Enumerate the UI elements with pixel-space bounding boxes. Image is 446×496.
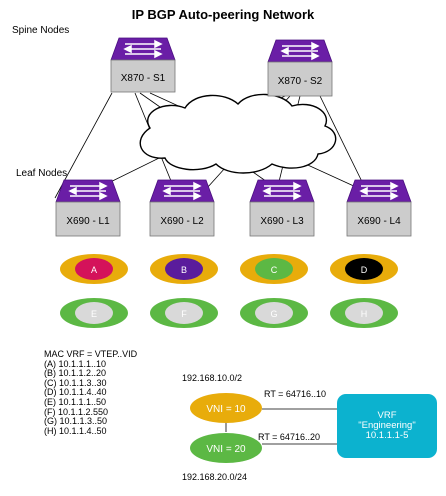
- host-label: F: [181, 309, 187, 319]
- vni-20-label: VNI = 20: [206, 444, 246, 455]
- host-g: G: [240, 298, 308, 328]
- route-target-20: RT = 64716..20: [258, 432, 320, 442]
- leaf-label: X690 - L2: [160, 216, 204, 227]
- mac-entry: (A) 10.1.1.1..10: [44, 358, 107, 369]
- leaf-label: X690 - L3: [260, 216, 304, 227]
- host-b: B: [150, 254, 218, 284]
- host-h: H: [330, 298, 398, 328]
- leaf-switch-1: X690 - L1: [55, 179, 121, 237]
- host-row-1: A B C D: [60, 254, 398, 284]
- host-label: B: [181, 265, 187, 275]
- spine-label: X870 - S2: [278, 76, 323, 87]
- leaf-label: X690 - L1: [66, 216, 110, 227]
- network-cloud: [139, 93, 337, 174]
- host-label: E: [91, 309, 97, 319]
- mac-entry: (B) 10.1.1.2..20: [44, 368, 107, 379]
- host-f: F: [150, 298, 218, 328]
- host-e: E: [60, 298, 128, 328]
- host-a: A: [60, 254, 128, 284]
- host-label: C: [271, 265, 278, 275]
- vrf-box-line-3: 10.1.1.1-5: [365, 430, 409, 441]
- mac-entry: (H) 10.1.1.4..50: [44, 425, 107, 436]
- host-label: G: [270, 309, 277, 319]
- vni-20-ellipse: [190, 433, 262, 463]
- host-label: H: [361, 309, 368, 319]
- leaf-switch-2: X690 - L2: [149, 179, 215, 237]
- host-row-2: E F G H: [60, 298, 398, 328]
- host-label: D: [361, 265, 368, 275]
- vrf-box-line-2: "Engineering": [358, 420, 416, 431]
- vni-10-ellipse: [190, 393, 262, 423]
- vni-10-label: VNI = 10: [206, 404, 246, 415]
- mac-entry: (G) 10.1.1.3..50: [44, 416, 108, 427]
- host-c: C: [240, 254, 308, 284]
- vrf-engineering-box: VRF "Engineering" 10.1.1.1-5: [337, 394, 437, 458]
- subnet-20-label: 192.168.20.0/24: [182, 472, 248, 482]
- host-d: D: [330, 254, 398, 284]
- host-label: A: [91, 265, 97, 275]
- leaf-switch-3: X690 - L3: [249, 179, 315, 237]
- leaf-label: X690 - L4: [357, 216, 401, 227]
- subnet-10-label: 192.168.10.0/2: [182, 373, 243, 383]
- spine-switch-1: X870 - S1: [110, 37, 176, 93]
- mac-entry: (F) 10.1.1.2.550: [44, 406, 109, 417]
- page-title: IP BGP Auto-peering Network: [131, 7, 315, 22]
- mac-entry: (D) 10.1.1.4..40: [44, 387, 107, 398]
- route-target-10: RT = 64716..10: [264, 389, 326, 399]
- leaf-nodes-label: Leaf Nodes: [16, 168, 68, 179]
- spine-nodes-label: Spine Nodes: [12, 25, 70, 36]
- spine-label: X870 - S1: [121, 73, 166, 84]
- mac-entry: (C) 10.1.1.3..30: [44, 377, 107, 388]
- mac-vrf-heading: MAC VRF = VTEP..VID: [44, 349, 138, 359]
- spine-switch-2: X870 - S2: [267, 39, 333, 97]
- mac-vrf-table: MAC VRF = VTEP..VID (A) 10.1.1.1..10 (B)…: [44, 349, 138, 436]
- mac-entry: (E) 10.1.1.1..50: [44, 396, 107, 407]
- vrf-links: [225, 408, 337, 445]
- leaf-switch-4: X690 - L4: [346, 179, 412, 237]
- vrf-box-line-1: VRF: [377, 410, 397, 421]
